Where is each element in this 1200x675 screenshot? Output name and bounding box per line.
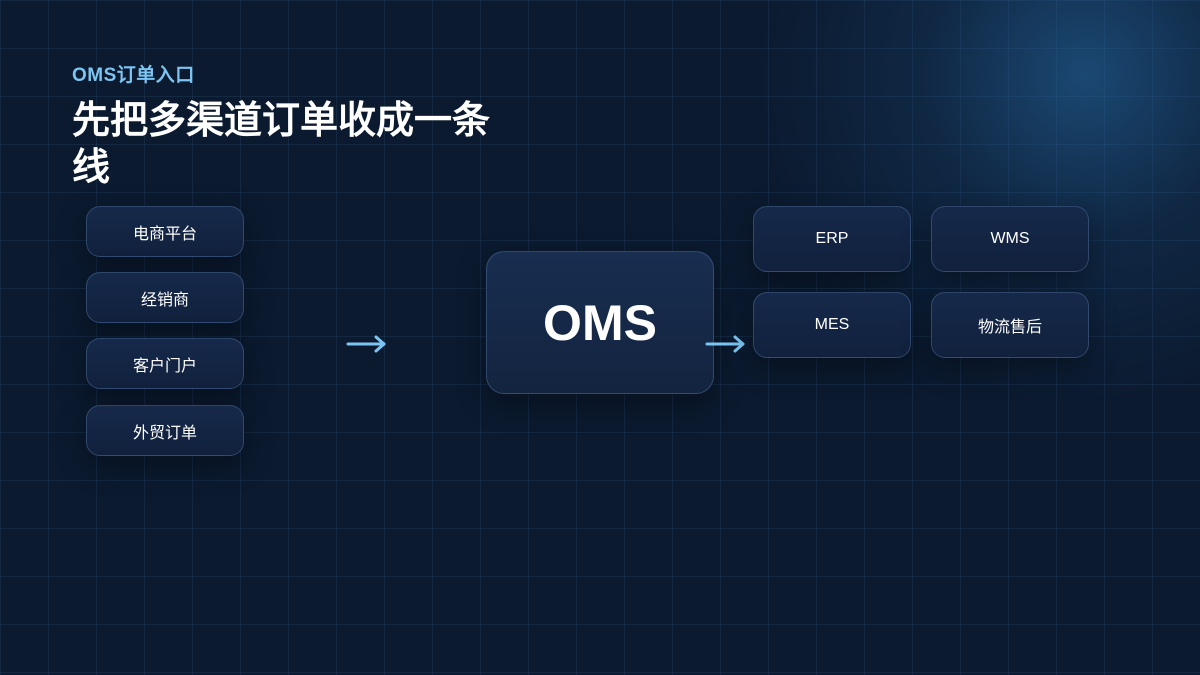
source-node-distributor: 经销商 — [86, 272, 244, 323]
source-node-foreign-trade: 外贸订单 — [86, 405, 244, 456]
target-node-label: 物流售后 — [977, 319, 1042, 336]
oms-hub-node: OMS — [486, 251, 714, 394]
slide-title: 先把多渠道订单收成一条线 — [72, 100, 491, 189]
oms-hub-label: OMS — [543, 294, 657, 351]
right-arrow-icon — [346, 335, 386, 353]
target-node-wms: WMS — [931, 206, 1089, 272]
right-arrow-icon — [705, 335, 745, 353]
source-node-label: 外贸订单 — [132, 424, 197, 442]
target-node-mes: MES — [753, 292, 911, 358]
source-node-label: 经销商 — [140, 291, 189, 309]
source-node-label: 客户门户 — [132, 357, 197, 375]
target-node-label: MES — [814, 316, 850, 333]
source-node-customer-portal: 客户门户 — [86, 338, 244, 389]
target-node-label: WMS — [990, 230, 1030, 247]
target-node-label: ERP — [815, 230, 849, 247]
target-node-erp: ERP — [753, 206, 911, 272]
source-node-ecommerce: 电商平台 — [86, 206, 244, 257]
target-node-logistics-aftersales: 物流售后 — [931, 292, 1089, 358]
eyebrow-label: OMS订单入口 — [72, 65, 195, 86]
source-node-label: 电商平台 — [132, 225, 197, 243]
